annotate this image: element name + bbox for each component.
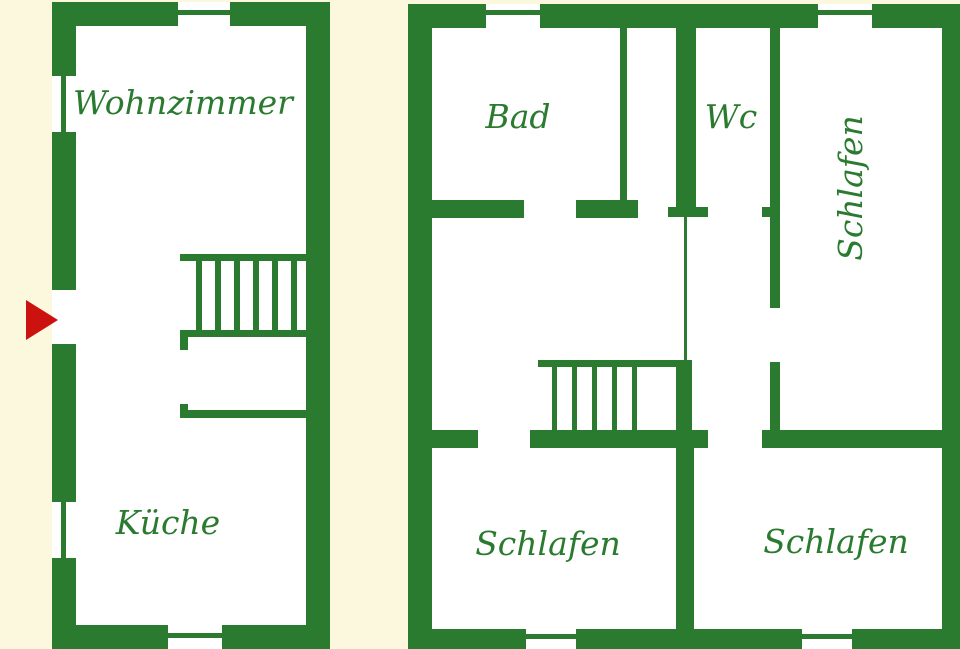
right-bottom-wall	[576, 629, 802, 649]
stair-top-rail	[180, 254, 306, 261]
lower-bedrooms-wall	[432, 430, 478, 448]
left-top-window	[178, 10, 230, 15]
left-bottom-wall	[222, 625, 330, 649]
stair-tread	[592, 367, 597, 430]
stair-side-wall	[676, 360, 692, 448]
kitchen-partition-wall	[180, 410, 306, 418]
bad-bottom-wall	[576, 200, 638, 218]
stair-tread	[612, 367, 617, 430]
left-outer-wall	[52, 344, 76, 502]
room-label-bad: Bad	[484, 97, 550, 136]
wc-door-post	[762, 207, 780, 217]
right-staircase	[538, 360, 692, 448]
stair-tread	[632, 367, 637, 430]
right-left-wall	[408, 4, 432, 649]
wc-right-wall	[770, 28, 780, 308]
stair-bottom-rail	[180, 330, 306, 337]
room-label-wohnzimmer: Wohnzimmer	[73, 83, 295, 122]
room-label-schlafen-bottom-right: Schlafen	[763, 522, 909, 561]
room-label-schlafen-vertical: Schlafen	[831, 115, 870, 261]
bedroom-vertical-wall	[770, 362, 780, 440]
bad-bottom-wall	[432, 200, 524, 218]
room-label-wc: Wc	[705, 97, 757, 136]
stair-tread	[272, 261, 278, 330]
right-bottom-window	[526, 634, 576, 639]
stair-end-post	[180, 330, 188, 350]
left-bottom-window	[168, 633, 222, 638]
bad-right-wall	[620, 28, 627, 208]
stair-tread	[196, 261, 202, 330]
left-window	[61, 76, 66, 132]
room-label-kueche: Küche	[115, 503, 220, 542]
hallway-line	[684, 217, 687, 367]
stair-tread	[215, 261, 221, 330]
left-outer-wall	[52, 132, 76, 290]
stair-tread	[253, 261, 259, 330]
left-outer-wall	[52, 558, 76, 649]
bedrooms-divider-wall	[676, 448, 694, 629]
left-floor-area	[52, 2, 330, 649]
room-label-schlafen-bottom-left: Schlafen	[475, 524, 621, 563]
right-bottom-wall	[408, 629, 526, 649]
right-bottom-wall	[852, 629, 960, 649]
left-building: Wohnzimmer Küche	[26, 2, 330, 649]
wc-bottom-wall	[668, 207, 708, 217]
left-outer-wall	[52, 2, 76, 76]
stair-tread	[234, 261, 240, 330]
stair-tread	[291, 261, 297, 330]
wc-left-wall	[676, 28, 696, 208]
kitchen-partition-post	[180, 404, 188, 418]
left-staircase	[180, 254, 306, 350]
right-top-wall	[540, 4, 818, 28]
stair-tread	[572, 367, 577, 430]
right-building: Bad Wc Schlafen Schlafen Schlafen	[408, 4, 960, 649]
lower-bedrooms-wall	[762, 430, 942, 448]
lower-bedrooms-wall	[530, 430, 708, 448]
entrance-arrow-icon	[26, 300, 58, 340]
right-top-window	[486, 10, 540, 15]
right-right-wall	[942, 4, 960, 649]
right-top-window	[818, 10, 872, 15]
left-window	[61, 502, 66, 558]
stair-tread	[552, 367, 557, 430]
right-bottom-window	[802, 634, 852, 639]
left-right-wall	[306, 2, 330, 649]
stair-top-rail	[538, 360, 688, 367]
